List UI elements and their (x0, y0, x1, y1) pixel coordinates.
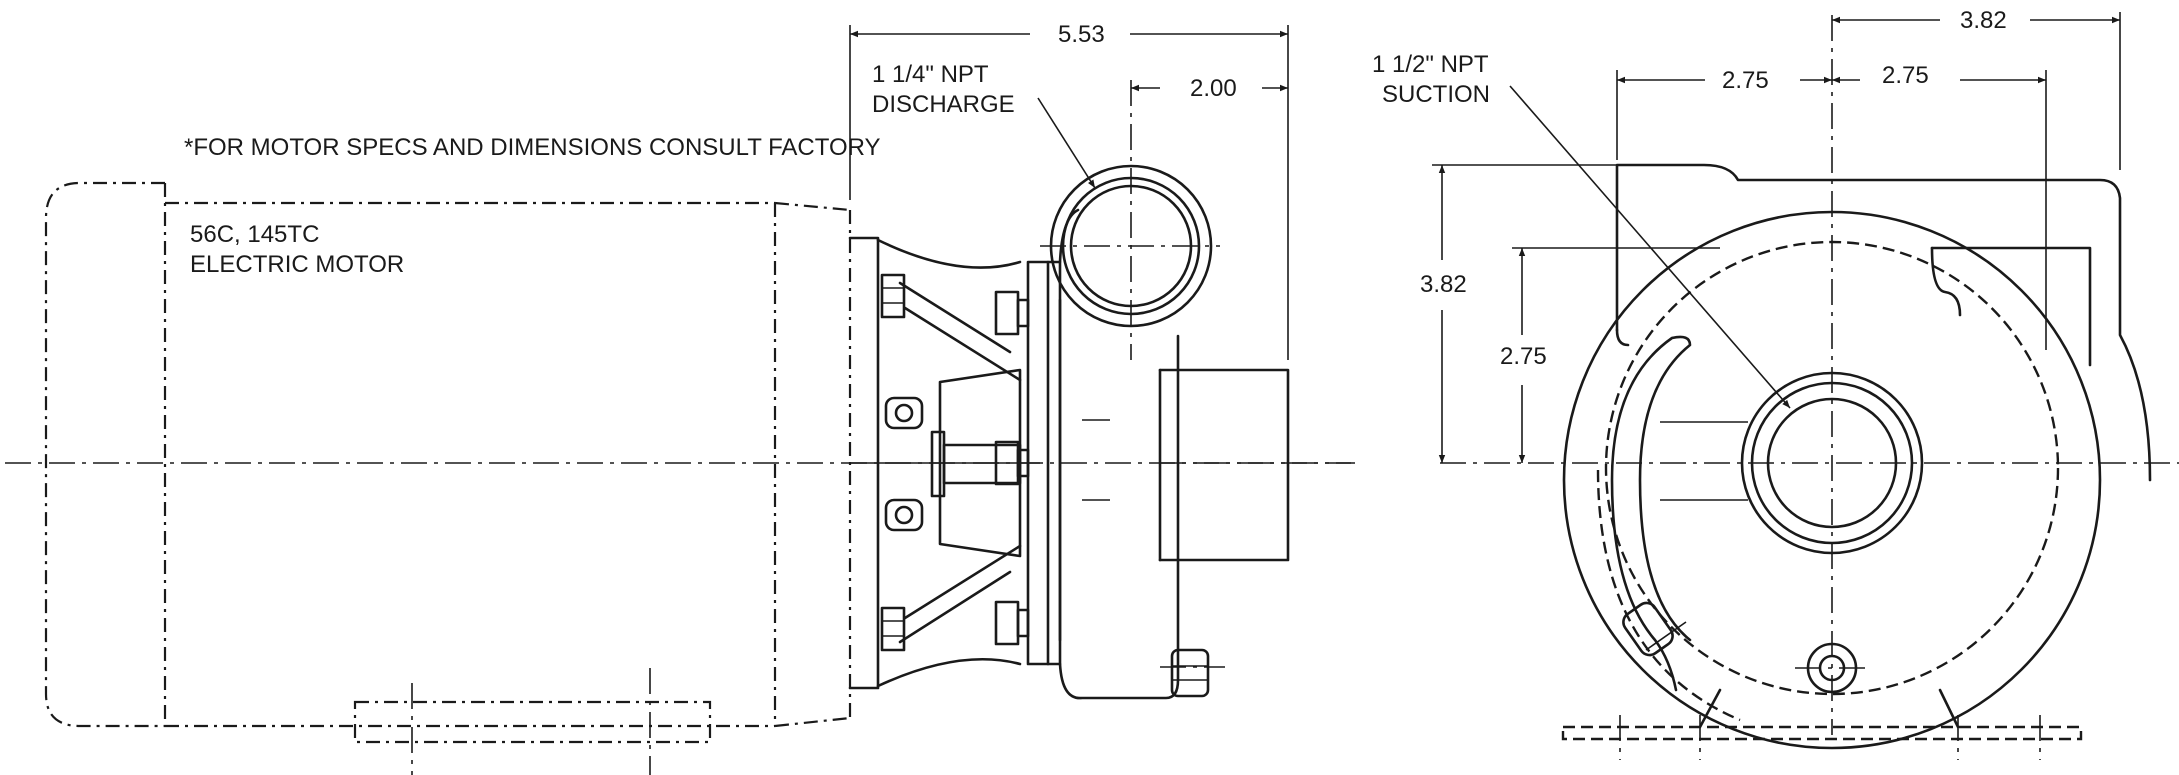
motor-frame-label-line2: ELECTRIC MOTOR (190, 251, 404, 278)
pump-adapter-bracket (848, 236, 1040, 690)
discharge-nozzle (1040, 80, 1220, 360)
pump-casing-side (1026, 208, 1355, 700)
dim-overall-length (849, 25, 1289, 360)
suction-leader (1509, 85, 1791, 409)
suction-label-line2: SUCTION (1382, 81, 1490, 108)
motor-frame-label-line1: 56C, 145TC (190, 221, 319, 248)
dim-front-suction-height (1512, 247, 1720, 463)
drain-plug-icon (1795, 642, 1870, 694)
volute-casing (1562, 163, 2152, 750)
discharge-label-line2: DISCHARGE (872, 91, 1015, 118)
motor-specs-note: *FOR MOTOR SPECS AND DIMENSIONS CONSULT … (184, 134, 881, 161)
dim-front-left-width-value: 2.75 (1722, 67, 1769, 94)
adapter-bolt-bottom-left-icon (880, 606, 906, 652)
dim-front-height (1432, 164, 1617, 463)
adapter-bolt-top-right-icon (994, 290, 1030, 336)
dim-front-right-width (1832, 70, 2047, 350)
discharge-label-line1: 1 1/4" NPT (872, 61, 989, 88)
dim-discharge-offset-value: 2.00 (1190, 75, 1237, 102)
front-view (1432, 12, 2179, 760)
base-feet (1561, 688, 2083, 760)
annotations: *FOR MOTOR SPECS AND DIMENSIONS CONSULT … (184, 7, 2007, 370)
casing-bolt-icon (1622, 601, 1687, 657)
suction-inlet (1660, 371, 1924, 555)
dim-front-top-offset-value: 3.82 (1960, 7, 2007, 34)
suction-label-line1: 1 1/2" NPT (1372, 51, 1489, 78)
dim-front-height-value: 3.82 (1420, 271, 1467, 298)
electric-motor-outline (44, 181, 852, 728)
motor-foot (353, 668, 712, 775)
dim-overall-length-value: 5.53 (1058, 21, 1105, 48)
side-view (5, 25, 1355, 775)
discharge-leader (1037, 97, 1096, 189)
adapter-bolt-bottom-right-icon (994, 600, 1030, 646)
adapter-bolt-top-left-icon (880, 273, 906, 319)
impeller-hidden-outline (1604, 240, 2060, 696)
dim-front-left-width (1616, 70, 1832, 160)
dim-front-suction-height-value: 2.75 (1500, 343, 1547, 370)
casing-hidden-arc (1596, 469, 1741, 722)
volute-tongue (1610, 335, 1692, 692)
dim-front-top-offset (1832, 12, 2121, 170)
dim-front-right-width-value: 2.75 (1882, 62, 1929, 89)
